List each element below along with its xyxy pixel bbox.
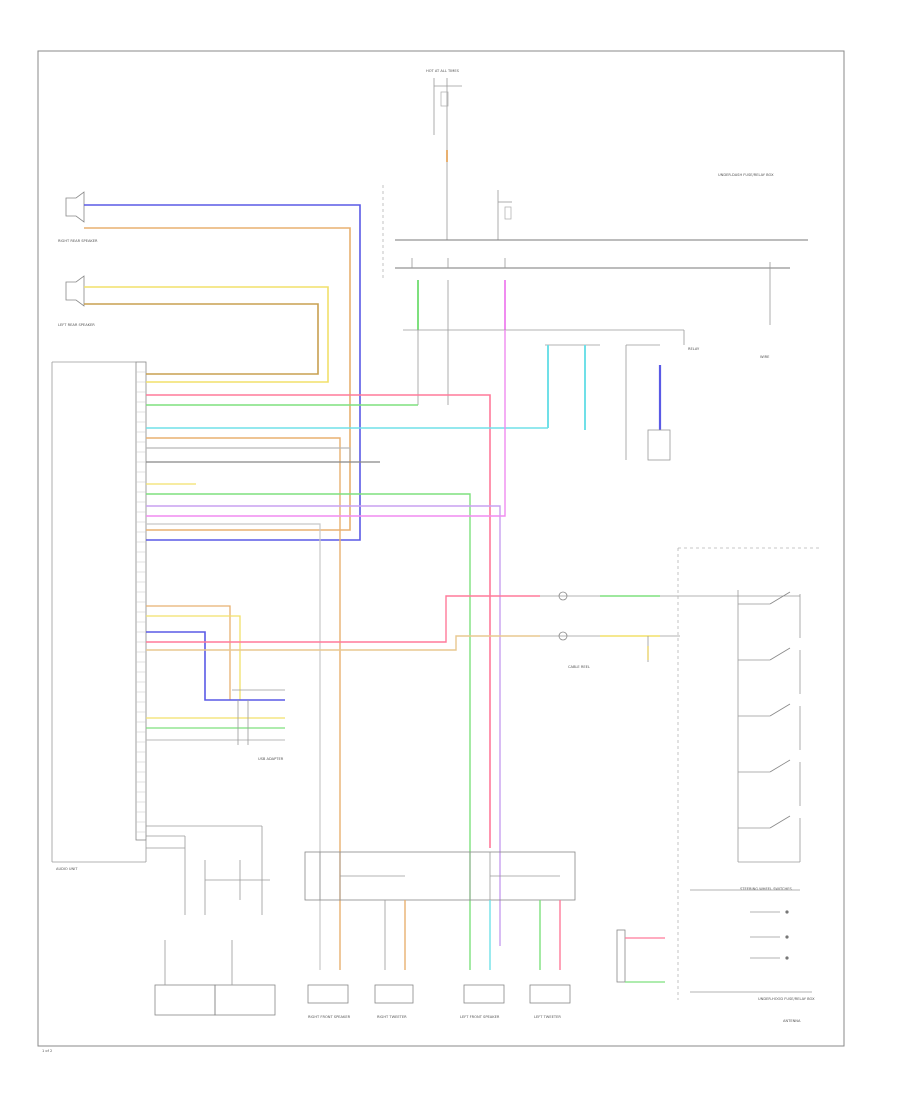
fuse-drops: RELAY [403,280,700,461]
wire-brown [84,303,319,375]
speaker-icon [374,984,414,1004]
antenna-module [616,929,665,983]
usb-adapter-label: USB ADAPTER [258,757,284,761]
cable-reel-section: CABLE REEL [540,591,680,669]
indicator-dot-icon [785,910,789,914]
connector-box [154,984,216,1016]
left-rear-speaker-label: LEFT REAR SPEAKER [58,323,95,327]
wire-violet [146,505,501,946]
wire-green-2 [146,493,471,970]
audio-unit-wires [84,204,548,970]
connector-circle [558,631,568,641]
indicator-dot-icon [785,935,789,939]
switch-icon [769,759,791,773]
fuse-block-right-label: UNDER-HOOD FUSE/RELAY BOX [758,997,815,1001]
fuse-relay-box: UNDER-DASH FUSE/RELAY BOX WIRE [382,173,808,359]
antenna-label: ANTENNA [783,1019,801,1023]
switch-icon [769,647,791,661]
audio-unit-box [135,361,147,841]
wire-orange-2 [146,437,341,970]
switch-icon [769,591,791,605]
wire-light [146,523,321,970]
steering-switch-label: STEERING WHEEL SWITCHES [740,887,792,891]
fuse-icon [504,206,512,220]
speaker-icon [65,191,85,223]
audio-pin-ticks [136,371,146,833]
switch-box [647,429,671,461]
left-front-speaker-label: LEFT FRONT SPEAKER [460,1015,500,1019]
bottom-connector [304,851,576,970]
switch-icon [769,703,791,717]
fuse-label: WIRE [760,355,770,359]
fuse-top-label: HOT AT ALL TIMES [426,69,460,73]
audio-unit-label: AUDIO UNIT [56,867,78,871]
cable-reel-label: CABLE REEL [568,665,590,669]
indicator-rows: UNDER-HOOD FUSE/RELAY BOX ANTENNA [690,910,815,1023]
wire-magenta [146,330,506,517]
fuse-block-top-label: UNDER-DASH FUSE/RELAY BOX [718,173,774,177]
connector-circle [558,591,568,601]
connector-box [214,984,276,1016]
steering-switches: STEERING WHEEL SWITCHES [677,547,822,1000]
speaker-icon [65,275,85,307]
usb-connector: USB ADAPTER [232,689,285,761]
right-rear-speaker: RIGHT REAR SPEAKER [58,191,98,243]
wire-pink [146,394,491,848]
wire-orange-mid [146,605,231,700]
right-front-speaker-label: RIGHT FRONT SPEAKER [308,1015,351,1019]
bottom-left-switches [146,825,276,1016]
wire-yellow [84,286,329,383]
fuse-icon [440,91,449,107]
top-fuse-section: HOT AT ALL TIMES [426,69,512,240]
wire-gray [146,447,351,460]
switch-icon [769,815,791,829]
left-tweeter-label: LEFT TWEETER [534,1015,561,1019]
switch-stack [738,591,801,862]
wire-pink-mid [146,595,540,643]
right-rear-speaker-label: RIGHT REAR SPEAKER [58,239,98,243]
speaker-icon [307,984,349,1004]
page-code-label: 1 of 2 [42,1049,52,1053]
bottom-speakers: RIGHT FRONT SPEAKER RIGHT TWEETER LEFT F… [307,984,571,1019]
connector-box [304,851,576,901]
wire-tan-mid [146,635,540,651]
relay-label: RELAY [688,347,700,351]
wire-orange [84,227,351,531]
wire-yellow-mid [146,615,241,700]
speaker-icon [529,984,571,1004]
right-tweeter-label: RIGHT TWEETER [377,1015,407,1019]
antenna-box [616,929,626,983]
wire-blue [84,204,361,541]
indicator-dot-icon [785,956,789,960]
wire-blue-mid [146,631,285,701]
speaker-icon [463,984,505,1004]
diagram-frame [37,50,845,1047]
left-rear-speaker: LEFT REAR SPEAKER [58,275,95,327]
